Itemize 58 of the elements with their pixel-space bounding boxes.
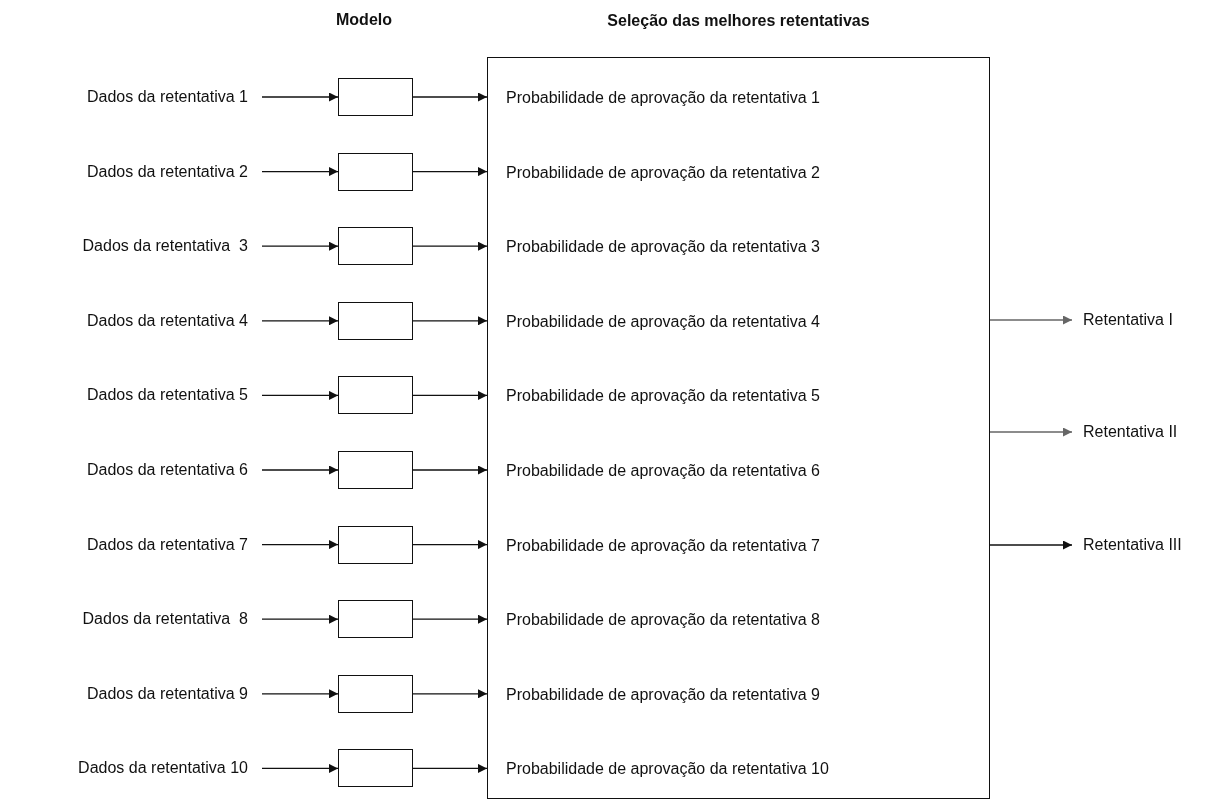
arrow bbox=[261, 167, 339, 177]
node-text: Retentativa II bbox=[1072, 420, 1222, 444]
model-box bbox=[338, 301, 413, 340]
node-text: Dados da retentativa 4 bbox=[0, 308, 262, 333]
model-box bbox=[338, 600, 413, 639]
arrow bbox=[412, 763, 488, 773]
node-text: Dados da retentativa 6 bbox=[0, 458, 262, 482]
node-text: Probabilidade de aprovação da retentativa 4 bbox=[488, 309, 968, 334]
arrow bbox=[261, 540, 339, 550]
node-text: Probabilidade de aprovação da retentativa 5 bbox=[488, 384, 968, 409]
model-box bbox=[338, 152, 413, 191]
arrow bbox=[261, 390, 339, 400]
arrow bbox=[412, 316, 488, 326]
arrow bbox=[412, 390, 488, 400]
node-text: Probabilidade de aprovação da retentativa 7 bbox=[488, 533, 968, 558]
node-text: Dados da retentativa 8 bbox=[0, 607, 262, 632]
arrow bbox=[261, 316, 339, 326]
arrow bbox=[261, 614, 339, 624]
model-box bbox=[338, 227, 413, 266]
model-box bbox=[338, 749, 413, 788]
arrow bbox=[989, 427, 1073, 437]
model-box bbox=[338, 674, 413, 713]
node-text: Retentativa III bbox=[1072, 533, 1222, 557]
arrow bbox=[261, 465, 339, 475]
node-text: Dados da retentativa 3 bbox=[0, 234, 262, 259]
model-box bbox=[338, 78, 413, 116]
arrow bbox=[261, 92, 339, 102]
node-text: Probabilidade de aprovação da retentativa 10 bbox=[488, 757, 968, 782]
node-text: Probabilidade de aprovação da retentativa 3 bbox=[488, 235, 968, 260]
model-box bbox=[338, 376, 413, 415]
arrow bbox=[412, 614, 488, 624]
node-text: Dados da retentativa 7 bbox=[0, 532, 262, 557]
arrow bbox=[261, 763, 339, 773]
node-text: Probabilidade de aprovação da retentativa 9 bbox=[488, 682, 968, 707]
node-text: Probabilidade de aprovação da retentativa 6 bbox=[488, 459, 968, 483]
model-box bbox=[338, 451, 413, 489]
node-text: Retentativa I bbox=[1072, 308, 1222, 332]
node-text: Probabilidade de aprovação da retentativa 1 bbox=[488, 86, 968, 110]
node-text: Dados da retentativa 10 bbox=[0, 756, 262, 781]
node-text: Probabilidade de aprovação da retentativa 2 bbox=[488, 160, 968, 185]
node-text: Dados da retentativa 5 bbox=[0, 383, 262, 408]
node-text: Dados da retentativa 2 bbox=[0, 159, 262, 184]
arrow bbox=[989, 540, 1073, 550]
arrow bbox=[261, 689, 339, 699]
arrow bbox=[261, 241, 339, 251]
arrow bbox=[412, 92, 488, 102]
model-box bbox=[338, 525, 413, 564]
arrow bbox=[412, 540, 488, 550]
node-text: Dados da retentativa 1 bbox=[0, 85, 262, 109]
arrow bbox=[989, 315, 1073, 325]
column-heading: Modelo bbox=[336, 11, 392, 29]
heading: Seleção das melhores retentativas bbox=[606, 12, 871, 30]
arrow bbox=[412, 241, 488, 251]
node-text: Dados da retentativa 9 bbox=[0, 681, 262, 706]
arrow bbox=[412, 465, 488, 475]
node-text: Probabilidade de aprovação da retentativa 8 bbox=[488, 608, 968, 633]
arrow bbox=[412, 689, 488, 699]
arrow bbox=[412, 167, 488, 177]
